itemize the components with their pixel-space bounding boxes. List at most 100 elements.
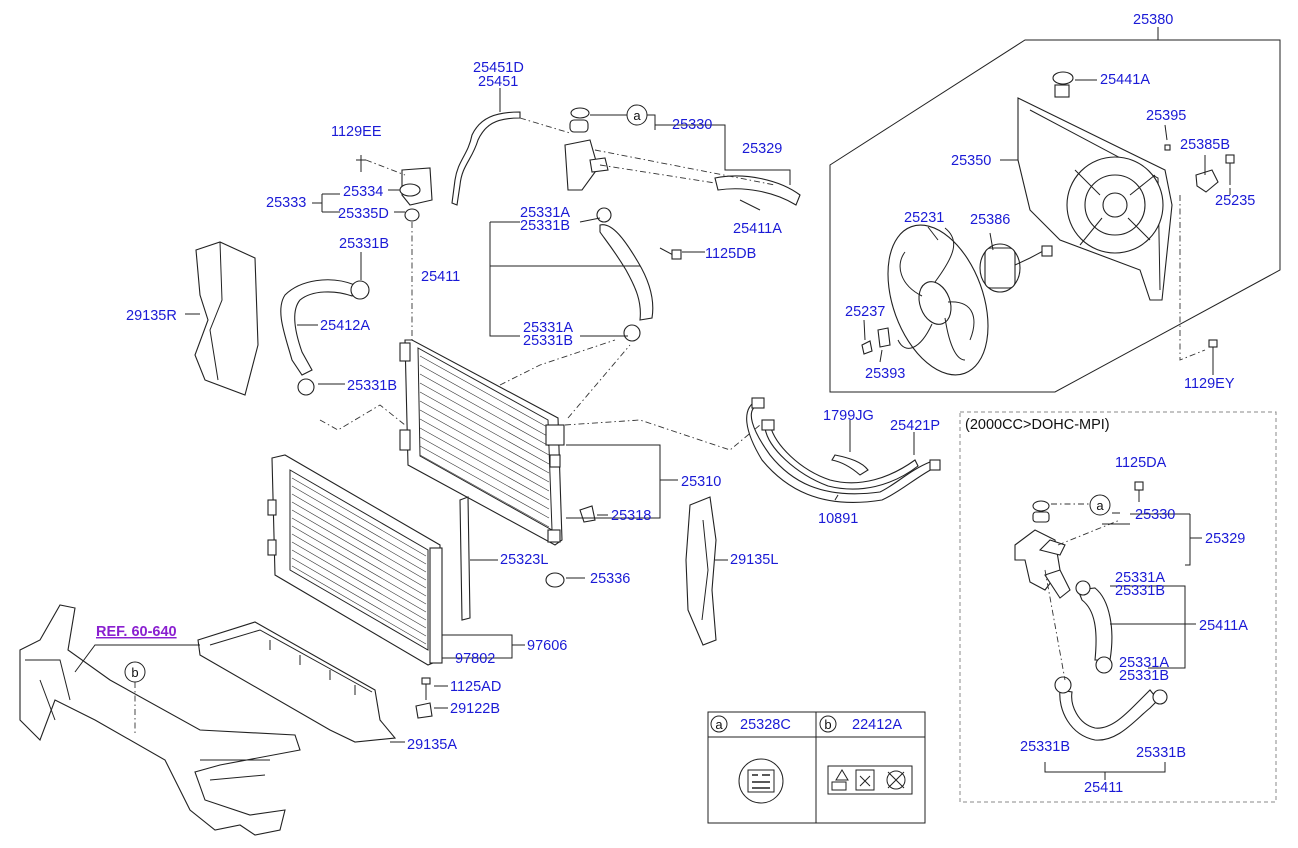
core-fin-line bbox=[419, 364, 550, 438]
label-25385b: 25385B bbox=[1180, 137, 1230, 153]
label-25331a-lower: 25331A bbox=[523, 320, 573, 336]
label-25323l: 25323L bbox=[500, 552, 548, 568]
label-25451d: 25451D bbox=[473, 60, 524, 76]
label-25350: 25350 bbox=[951, 153, 991, 169]
label-29122b: 29122B bbox=[450, 701, 500, 717]
label-1125db: 1125DB bbox=[705, 246, 756, 262]
core-fin-line bbox=[419, 400, 550, 474]
radiator-group bbox=[319, 339, 761, 588]
label-10891: 10891 bbox=[818, 511, 858, 527]
core-fin-line bbox=[291, 501, 427, 581]
radiator-cap-warning-icon bbox=[738, 758, 784, 804]
label-97606: 97606 bbox=[527, 638, 567, 654]
label-25330: 25330 bbox=[672, 117, 712, 133]
label-25451: 25451 bbox=[478, 74, 518, 90]
core-fin-line bbox=[419, 391, 550, 465]
fan-assembly-group bbox=[829, 27, 1281, 393]
label-29135l: 29135L bbox=[730, 552, 778, 568]
core-fin-line bbox=[419, 409, 550, 483]
core-fin-line bbox=[291, 565, 427, 645]
label-25380: 25380 bbox=[1133, 12, 1173, 28]
label-25310: 25310 bbox=[681, 474, 721, 490]
label-25329: 25329 bbox=[742, 141, 782, 157]
label-25331b-hose: 25331B bbox=[339, 236, 389, 252]
core-fin-line bbox=[291, 485, 427, 565]
label-25412a: 25412A bbox=[320, 318, 370, 334]
upper-hose-group bbox=[280, 88, 801, 396]
core-fin-line bbox=[419, 445, 550, 519]
core-fin-line bbox=[419, 418, 550, 492]
core-fin-line bbox=[419, 355, 550, 429]
label-1129ey: 1129EY bbox=[1184, 376, 1235, 392]
core-fin-line bbox=[291, 557, 427, 637]
inset-label-25331b-left: 25331B bbox=[1020, 739, 1070, 755]
ref-60-640-link[interactable]: REF. 60-640 bbox=[96, 624, 177, 640]
duct-group bbox=[185, 241, 728, 646]
label-25237: 25237 bbox=[845, 304, 885, 320]
part-labels: 25380 25441A 25395 25385B 25350 25235 25… bbox=[96, 12, 1255, 796]
inset-label-25331a-upper: 25331A bbox=[1115, 570, 1165, 586]
callout-a-inset: a bbox=[1089, 494, 1111, 516]
core-fin-line bbox=[291, 509, 427, 589]
label-25331a-upper: 25331A bbox=[520, 205, 570, 221]
label-25421p: 25421P bbox=[890, 418, 940, 434]
inset-label-25411a: 25411A bbox=[1199, 618, 1248, 634]
core-fin-line bbox=[291, 541, 427, 621]
label-25386: 25386 bbox=[970, 212, 1010, 228]
legend-b-letter: b bbox=[824, 717, 831, 732]
inset-label-25329: 25329 bbox=[1205, 531, 1245, 547]
inset-label-1125da: 1125DA bbox=[1115, 455, 1167, 471]
label-25336: 25336 bbox=[590, 571, 630, 587]
legend-b-part: 22412A bbox=[852, 717, 902, 733]
label-29135a: 29135A bbox=[407, 737, 457, 753]
label-25441a: 25441A bbox=[1100, 72, 1150, 88]
label-25331b-lower: 25331B bbox=[523, 333, 573, 349]
core-fin-line bbox=[291, 525, 427, 605]
bypass-hose-group bbox=[746, 397, 941, 504]
label-25231: 25231 bbox=[904, 210, 944, 226]
condenser-group bbox=[267, 454, 525, 666]
inset-title: (2000CC>DOHC-MPI) bbox=[965, 417, 1110, 433]
callout-a-main: a bbox=[626, 104, 648, 126]
label-25395: 25395 bbox=[1146, 108, 1186, 124]
fan-warning-label-icon bbox=[827, 765, 913, 795]
legend-table: a 25328C b 22412A bbox=[707, 711, 926, 824]
core-fin-line bbox=[419, 454, 550, 528]
label-25331b-upper: 25331B bbox=[520, 218, 570, 234]
callout-a-inset-text: a bbox=[1096, 498, 1104, 513]
inset-label-25331b-lower: 25331B bbox=[1119, 668, 1169, 684]
core-fin-line bbox=[291, 493, 427, 573]
label-1125ad: 1125AD bbox=[450, 679, 501, 695]
callout-b-text: b bbox=[131, 665, 138, 680]
label-25334: 25334 bbox=[343, 184, 383, 200]
label-97802: 97802 bbox=[455, 651, 495, 667]
core-fin-line bbox=[291, 517, 427, 597]
legend-a-letter: a bbox=[715, 717, 723, 732]
label-25331b-bottom: 25331B bbox=[347, 378, 397, 394]
label-25393: 25393 bbox=[865, 366, 905, 382]
label-29135r: 29135R bbox=[126, 308, 177, 324]
inset-dohc-mpi bbox=[959, 411, 1277, 803]
label-1799jg: 1799JG bbox=[823, 408, 874, 424]
inset-label-25331b-right: 25331B bbox=[1136, 745, 1186, 761]
callout-a-text: a bbox=[633, 108, 641, 123]
legend-a-part: 25328C bbox=[740, 717, 791, 733]
core-fin-line bbox=[291, 533, 427, 613]
label-25235: 25235 bbox=[1215, 193, 1255, 209]
core-fin-line bbox=[419, 436, 550, 510]
label-25411: 25411 bbox=[421, 269, 460, 285]
label-25333: 25333 bbox=[266, 195, 306, 211]
inset-label-25330: 25330 bbox=[1135, 507, 1175, 523]
label-25318: 25318 bbox=[611, 508, 651, 524]
core-fin-line bbox=[291, 477, 427, 557]
core-fin-line bbox=[291, 549, 427, 629]
label-25411a: 25411A bbox=[733, 221, 782, 237]
core-fin-line bbox=[419, 373, 550, 447]
inset-label-25331a-lower: 25331A bbox=[1119, 655, 1169, 671]
lower-panel-group bbox=[19, 604, 448, 836]
label-1129ee: 1129EE bbox=[331, 124, 382, 140]
callout-b: b bbox=[124, 661, 146, 683]
inset-label-25331b-upper: 25331B bbox=[1115, 583, 1165, 599]
core-fin-line bbox=[419, 427, 550, 501]
